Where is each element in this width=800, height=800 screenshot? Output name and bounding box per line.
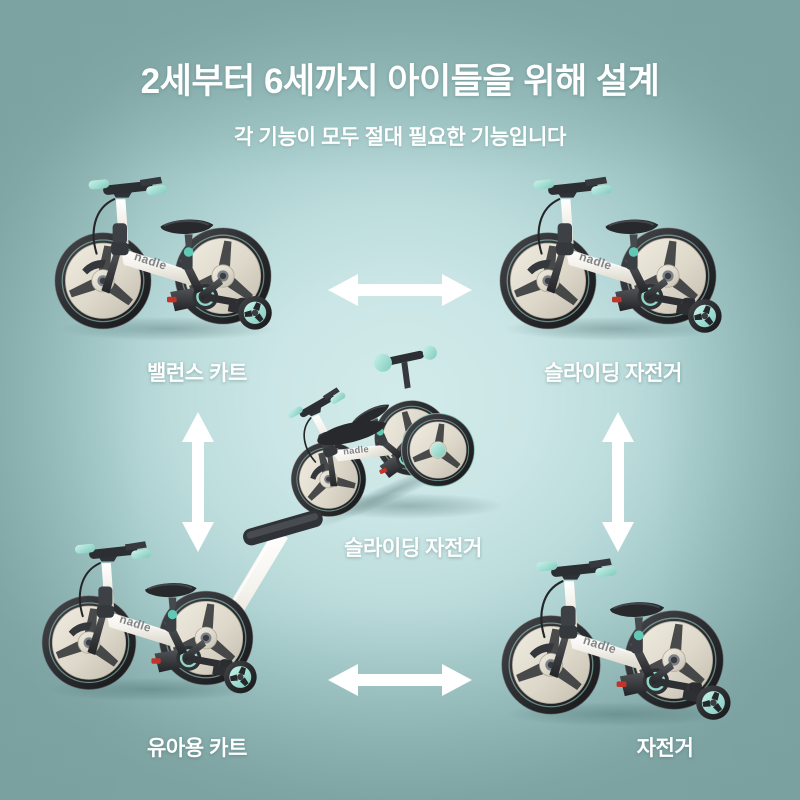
sliding-bicycle-center-illustration	[288, 345, 504, 528]
page-subtitle: 각 기능이 모두 절대 필요한 기능입니다	[234, 126, 566, 150]
toddler-cart-illustration	[38, 510, 323, 728]
product-bicycle[interactable]	[478, 538, 768, 748]
double-arrow-vertical-icon	[602, 412, 634, 552]
product-balance-cart[interactable]	[48, 158, 298, 363]
double-arrow-horizontal-icon	[328, 274, 472, 306]
double-arrow-vertical-icon	[182, 412, 214, 552]
bicycle-illustration	[478, 538, 768, 748]
caption-balance-cart: 밸런스 카트	[146, 362, 248, 385]
balance-cart-illustration	[48, 158, 298, 363]
heading-block: 2세부터 6세까지 아이들을 위해 설계 각 기능이 모두 절대 필요한 기능입…	[0, 0, 800, 151]
sliding-bicycle-top-illustration	[488, 158, 738, 363]
caption-sliding-bicycle-center: 슬라이딩 자전거	[344, 537, 482, 560]
product-sliding-bicycle-center[interactable]	[288, 338, 518, 528]
double-arrow-horizontal-icon	[328, 664, 472, 696]
arrow-left-vertical	[176, 408, 220, 561]
product-toddler-cart[interactable]	[38, 488, 338, 728]
arrow-top-horizontal	[322, 268, 478, 317]
arrow-right-vertical	[596, 408, 640, 561]
caption-toddler-cart: 유아용 카트	[146, 737, 248, 760]
product-sliding-bicycle-top[interactable]	[488, 158, 738, 363]
caption-bicycle: 자전거	[636, 737, 694, 760]
caption-sliding-bicycle-top: 슬라이딩 자전거	[544, 362, 682, 385]
arrow-bottom-horizontal	[322, 658, 478, 707]
page-title: 2세부터 6세까지 아이들을 위해 설계	[140, 62, 660, 101]
